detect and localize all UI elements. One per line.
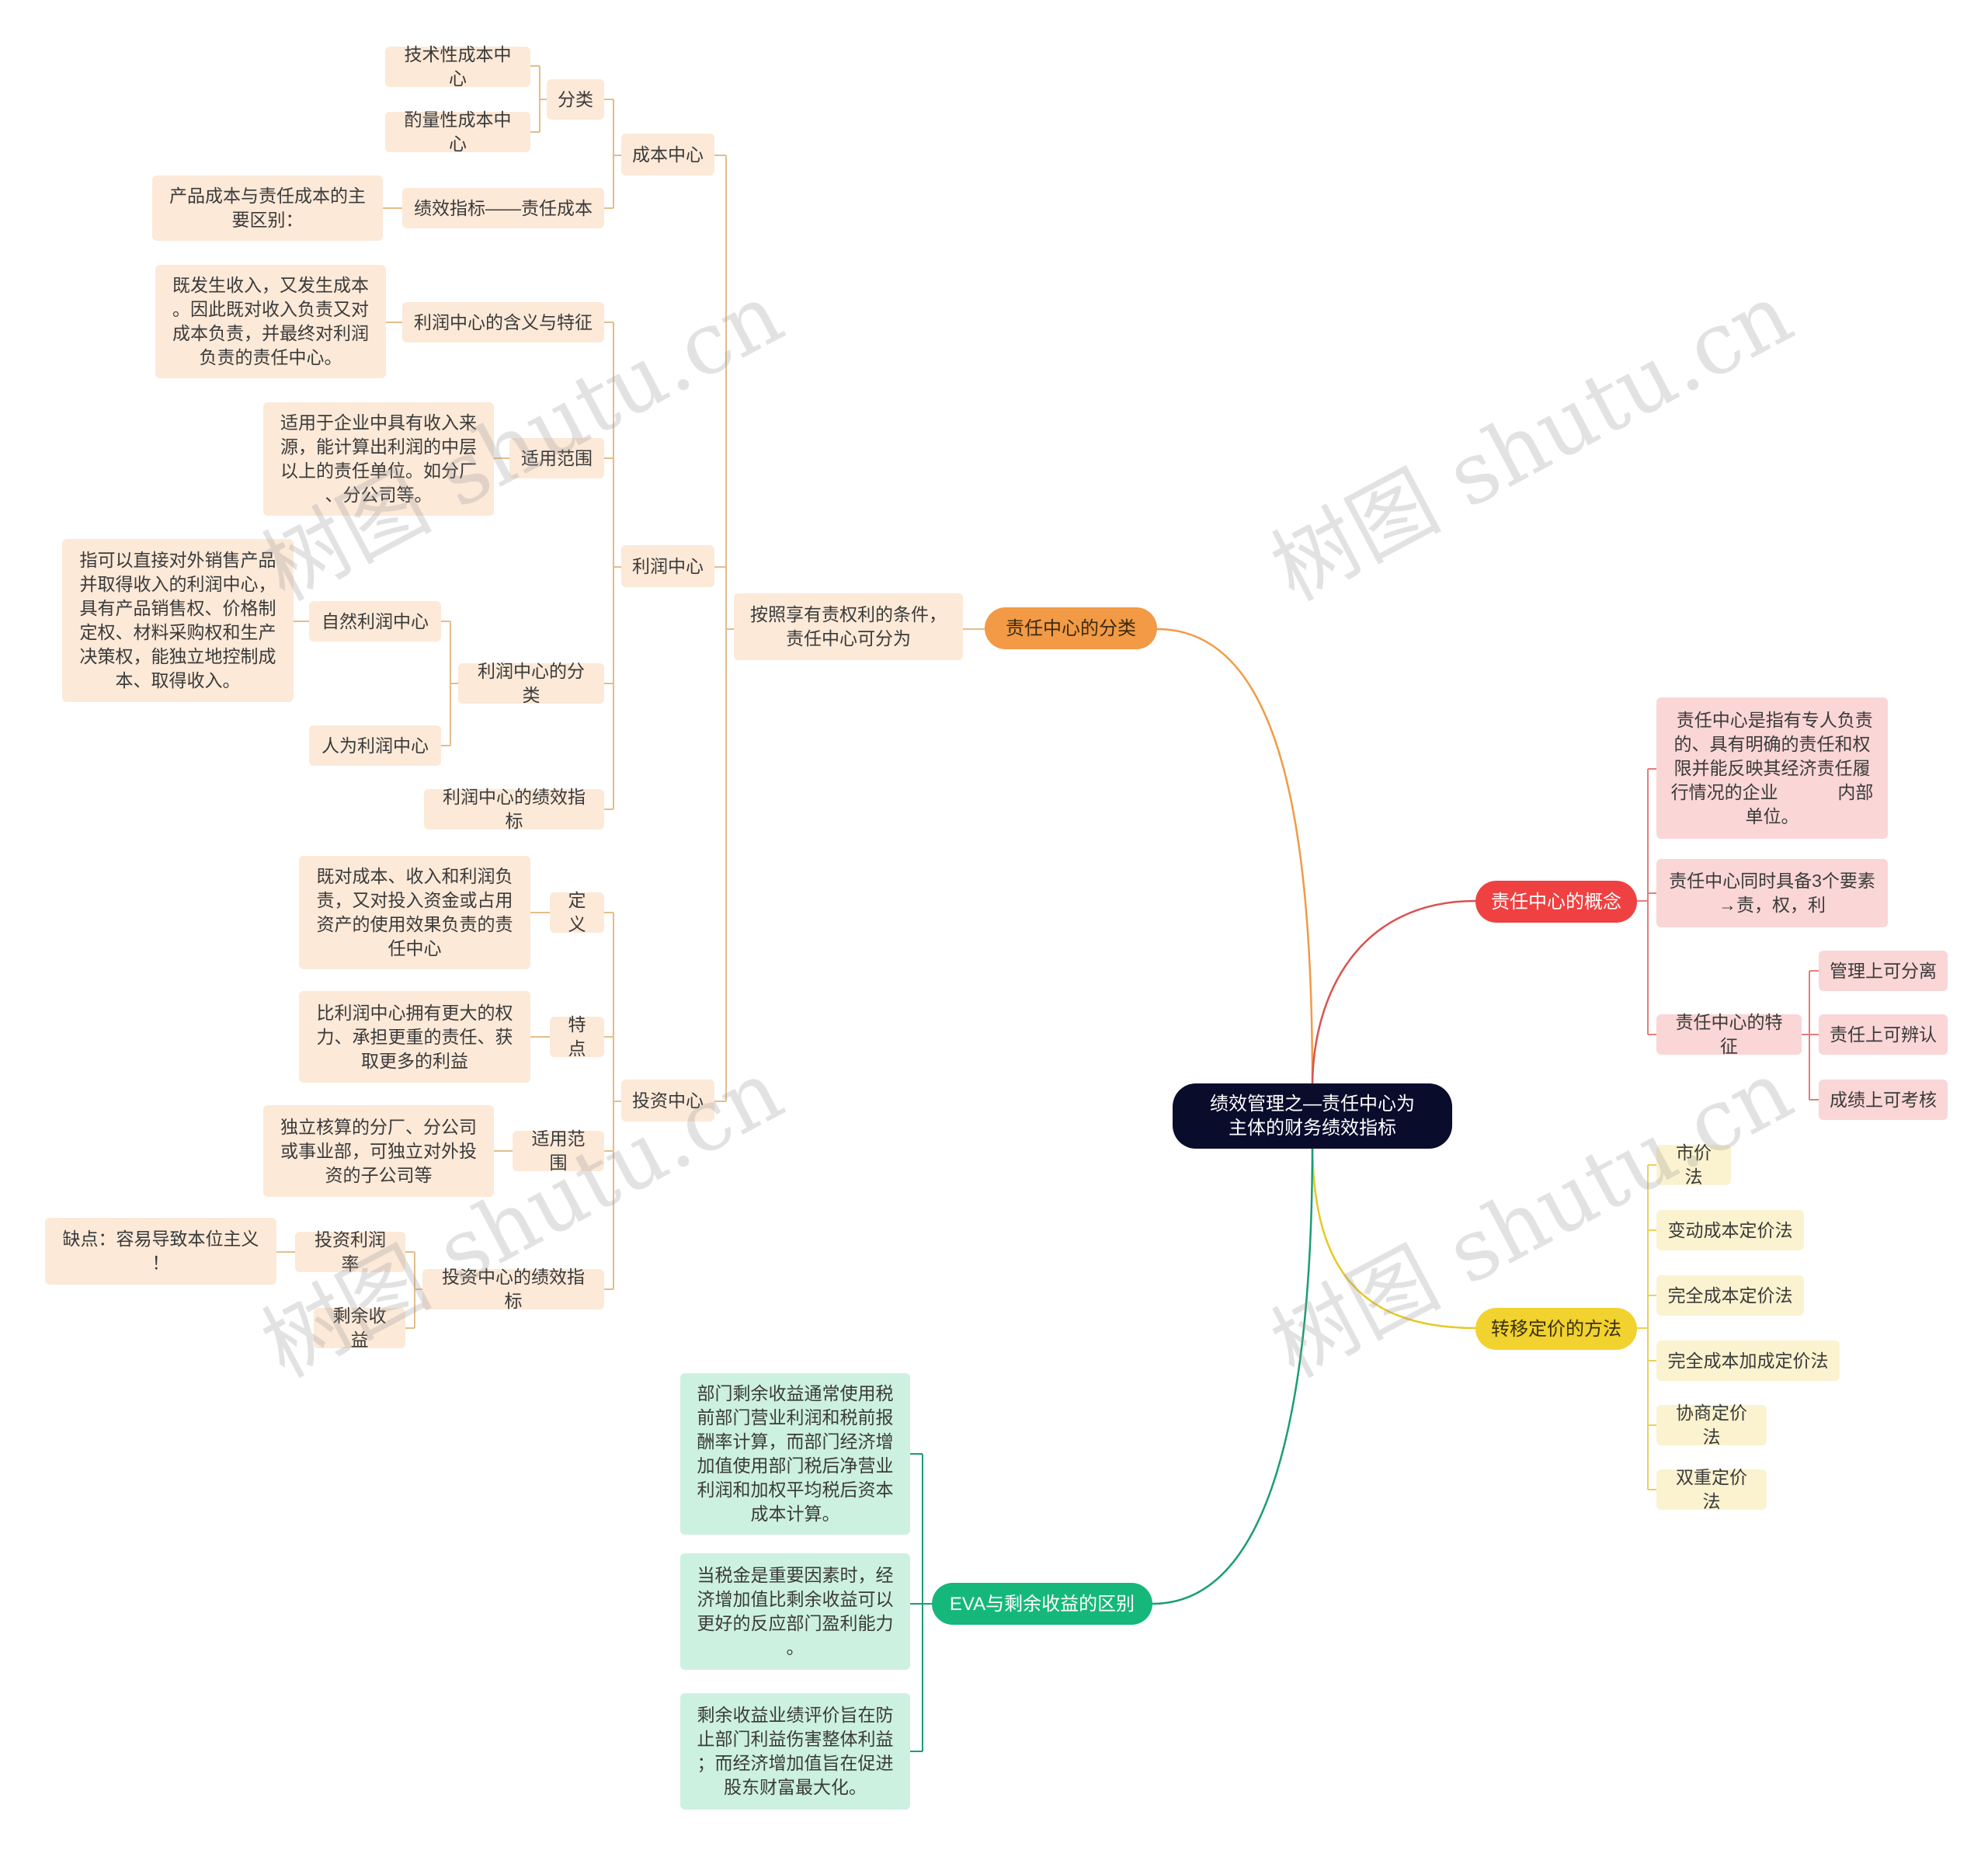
link-root-eva	[1152, 1141, 1314, 1605]
link-root-concept	[1311, 899, 1476, 1088]
eva-point-2[interactable]: 当税金是重要因素时，经 济增加值比剩余收益可以 更好的反应部门盈利能力 。	[680, 1553, 910, 1670]
investment-definition[interactable]: 定义	[550, 890, 604, 934]
feature-separable[interactable]: 管理上可分离	[1819, 951, 1948, 991]
profit-center-meaning[interactable]: 利润中心的含义与特征	[402, 302, 604, 343]
branch-eva[interactable]: EVA与剩余收益的区别	[932, 1583, 1152, 1625]
profit-center-meaning-desc[interactable]: 既发生收入，又发生成本 。因此既对收入负责又对 成本负责，并最终对利润 负责的责…	[155, 265, 386, 378]
transfer-method-negotiated[interactable]: 协商定价法	[1656, 1403, 1767, 1447]
link-root-classification	[1156, 628, 1314, 1088]
concept-elements[interactable]: 责任中心同时具备3个要素 →责，权，利	[1656, 859, 1888, 927]
investment-definition-desc[interactable]: 既对成本、收入和利润负 责，又对投入资金或占用 资产的使用效果负责的责 任中心	[299, 856, 530, 969]
cost-center[interactable]: 成本中心	[621, 134, 714, 176]
classification-condition[interactable]: 按照享有责权利的条件， 责任中心可分为	[734, 593, 963, 660]
investment-scope-desc[interactable]: 独立核算的分厂、分公司 或事业部，可独立对外投 资的子公司等	[263, 1105, 494, 1197]
root-topic[interactable]: 绩效管理之—责任中心为 主体的财务绩效指标	[1173, 1083, 1452, 1149]
cost-difference-note[interactable]: 产品成本与责任成本的主 要区别：	[152, 176, 383, 241]
link-root-transfer	[1311, 1141, 1476, 1330]
investment-feature-desc[interactable]: 比利润中心拥有更大的权 力、承担更重的责任、获 取更多的利益	[299, 991, 530, 1083]
cost-center-indicator[interactable]: 绩效指标——责任成本	[402, 188, 604, 228]
profit-center-scope[interactable]: 适用范围	[509, 438, 604, 478]
feature-assessable[interactable]: 成绩上可考核	[1819, 1080, 1948, 1120]
artificial-profit-center[interactable]: 人为利润中心	[309, 725, 441, 766]
investment-center[interactable]: 投资中心	[621, 1080, 714, 1121]
profit-center-indicator[interactable]: 利润中心的绩效指标	[424, 787, 604, 831]
cost-center-category[interactable]: 分类	[547, 79, 604, 120]
transfer-method-dual[interactable]: 双重定价法	[1656, 1467, 1767, 1511]
concept-features[interactable]: 责任中心的特征	[1656, 1012, 1802, 1056]
branch-transfer[interactable]: 转移定价的方法	[1475, 1308, 1637, 1350]
concept-definition[interactable]: 责任中心是指有专人负责 的、具有明确的责任和权 限并能反映其经济责任履 行情况的…	[1656, 697, 1888, 839]
discretionary-cost-center[interactable]: 酌量性成本中心	[385, 110, 530, 154]
profit-center-types[interactable]: 利润中心的分类	[458, 661, 604, 705]
eva-point-3[interactable]: 剩余收益业绩评价旨在防 止部门利益伤害整体利益 ；而经济增加值旨在促进 股东财富…	[680, 1693, 910, 1810]
eva-point-1[interactable]: 部门剩余收益通常使用税 前部门营业利润和税前报 酬率计算，而部门经济增 加值使用…	[680, 1373, 910, 1535]
investment-indicator[interactable]: 投资中心的绩效指标	[422, 1267, 604, 1311]
roi-note[interactable]: 缺点：容易导致本位主义 ！	[45, 1218, 276, 1285]
residual-income[interactable]: 剩余收益	[314, 1306, 405, 1350]
branch-classification[interactable]: 责任中心的分类	[985, 607, 1157, 649]
natural-profit-center[interactable]: 自然利润中心	[309, 601, 441, 642]
profit-center-scope-desc[interactable]: 适用于企业中具有收入来 源，能计算出利润的中层 以上的责任单位。如分厂 、分公司…	[263, 402, 494, 516]
investment-scope[interactable]: 适用范围	[513, 1128, 604, 1173]
transfer-method-full-cost-plus[interactable]: 完全成本加成定价法	[1656, 1341, 1840, 1381]
natural-profit-center-desc[interactable]: 指可以直接对外销售产品 并取得收入的利润中心， 具有产品销售权、价格制 定权、材…	[62, 539, 294, 702]
roi[interactable]: 投资利润率	[295, 1229, 405, 1274]
investment-feature[interactable]: 特点	[550, 1014, 604, 1059]
transfer-method-market[interactable]: 市价法	[1656, 1142, 1731, 1187]
technical-cost-center[interactable]: 技术性成本中心	[385, 44, 530, 89]
transfer-method-variable-cost[interactable]: 变动成本定价法	[1656, 1210, 1804, 1250]
transfer-method-full-cost[interactable]: 完全成本定价法	[1656, 1275, 1804, 1316]
profit-center[interactable]: 利润中心	[621, 545, 714, 587]
branch-concept[interactable]: 责任中心的概念	[1475, 881, 1637, 923]
feature-identifiable[interactable]: 责任上可辨认	[1819, 1014, 1948, 1055]
